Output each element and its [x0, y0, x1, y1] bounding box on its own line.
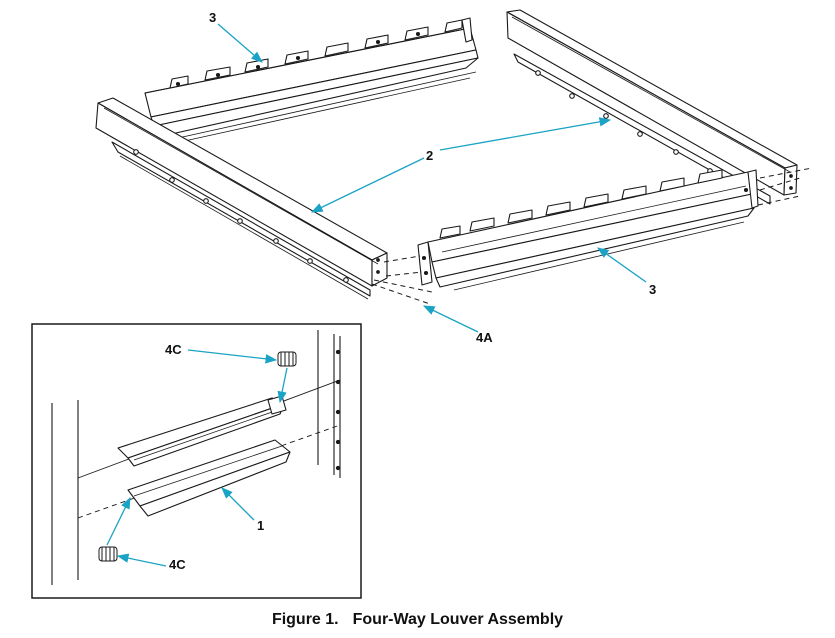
figure-caption: Figure 1. Four-Way Louver Assembly: [0, 611, 835, 629]
callout-3-right: 3: [649, 282, 656, 297]
callout-4c-top: 4C: [165, 342, 182, 357]
callout-4c-bottom: 4C: [169, 557, 186, 572]
callout-3-top-left: 3: [209, 10, 216, 25]
spring-part-top: [277, 351, 297, 367]
callout-4a: 4A: [476, 330, 493, 345]
right-frame-rail: [506, 9, 798, 205]
inset-detail: [51, 330, 341, 585]
spring-part-bottom: [98, 546, 118, 562]
figure-title: Four-Way Louver Assembly: [352, 611, 564, 628]
leader-lines: [106, 23, 647, 567]
top-louver-section: [144, 17, 479, 143]
front-louver-section: [417, 169, 759, 291]
callout-2-center: 2: [426, 148, 433, 163]
left-frame-rail: [95, 97, 388, 300]
alignment-lines: [371, 167, 813, 305]
detail-inset-frame: [31, 323, 362, 599]
figure-number: Figure 1.: [271, 611, 339, 628]
callout-1: 1: [257, 518, 264, 533]
